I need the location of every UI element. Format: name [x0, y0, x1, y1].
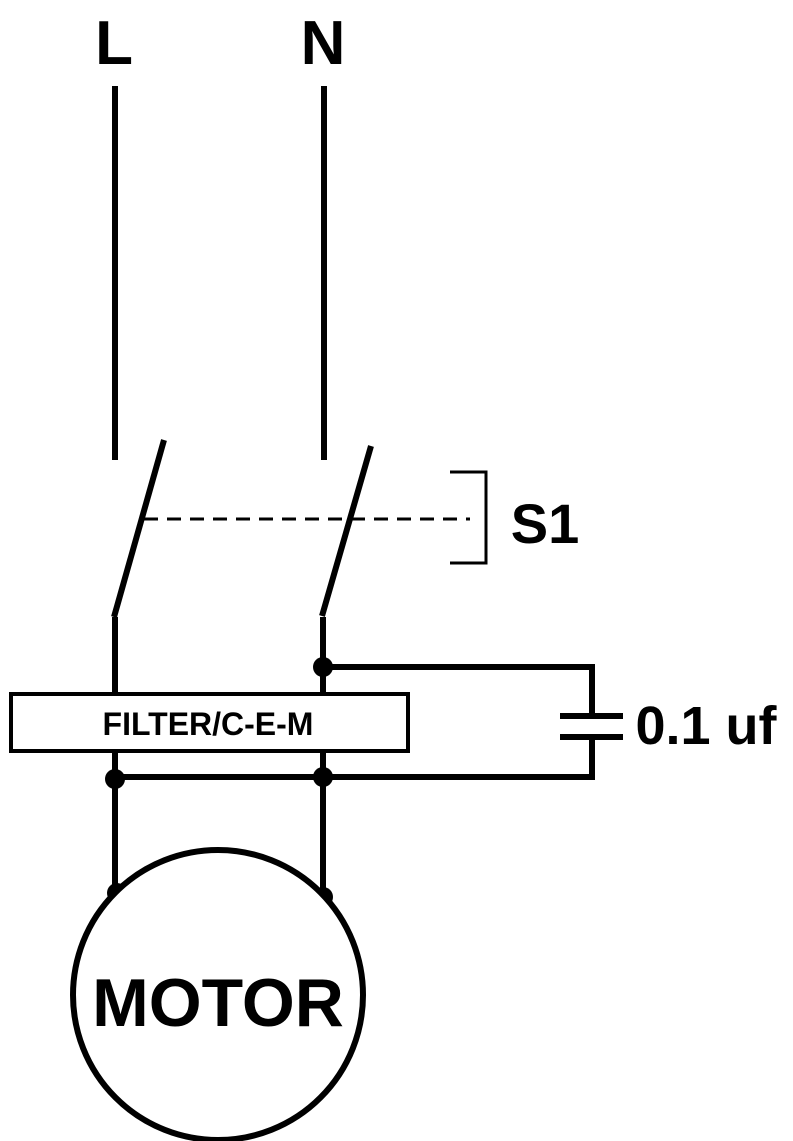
capacitor-top-lead — [323, 664, 595, 713]
switch-blade-neutral — [319, 445, 374, 617]
line-terminal-label: L — [95, 9, 133, 78]
switch-bracket — [450, 470, 488, 565]
switch-blade-line — [111, 439, 167, 618]
junction-dot-line — [105, 769, 125, 789]
junction-dot-capacitor-top — [313, 657, 333, 677]
switch-label: S1 — [511, 492, 580, 555]
neutral-terminal-label: N — [301, 9, 346, 78]
motor-label: MOTOR — [92, 965, 344, 1041]
filter-box — [9, 692, 410, 753]
motor-circle — [70, 847, 366, 1141]
filter-label: FILTER/C-E-M — [103, 706, 314, 742]
capacitor-bottom-lead — [115, 740, 595, 780]
junction-dot-neutral — [313, 767, 333, 787]
capacitor-label: 0.1 uf — [635, 696, 777, 756]
